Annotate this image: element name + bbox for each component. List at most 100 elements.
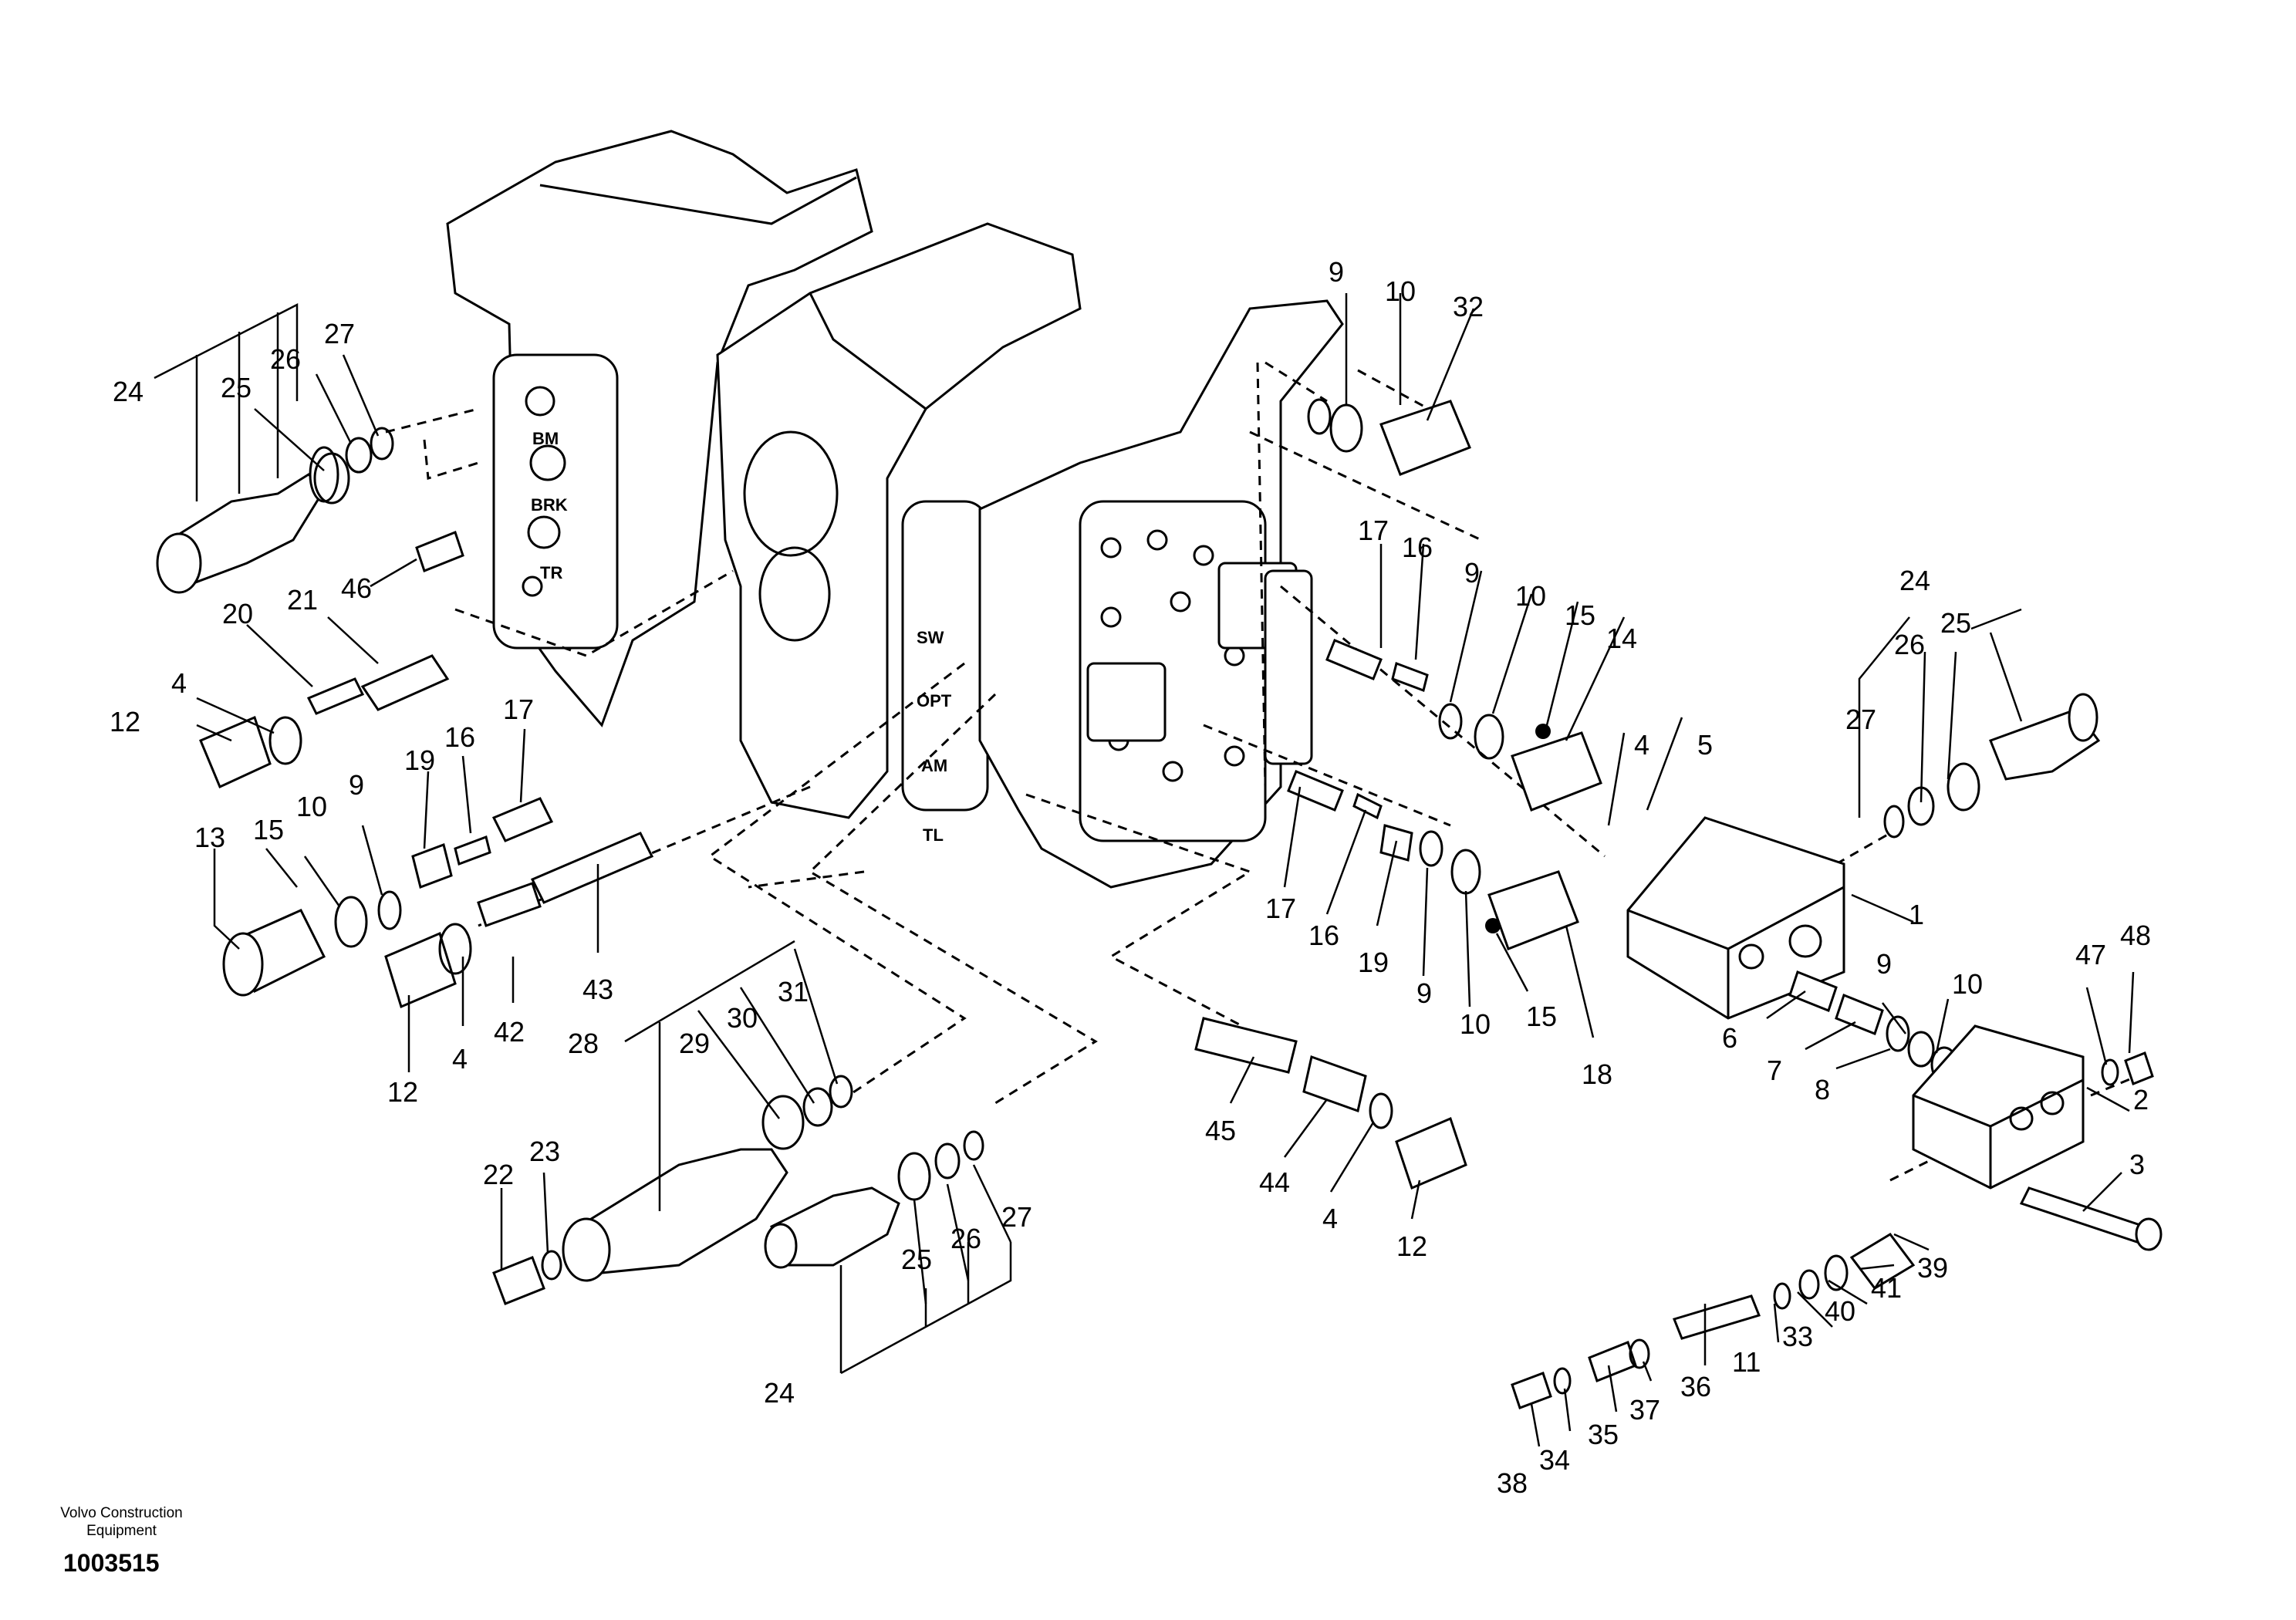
callout-2: 2	[2133, 1084, 2149, 1115]
callout-26-upper-left: 26	[270, 343, 301, 375]
spool-43	[384, 832, 654, 1009]
block-2	[1912, 1024, 2085, 1190]
callout-10-top: 10	[1385, 275, 1416, 307]
callout-27-upper-left: 27	[324, 318, 355, 349]
callout-20: 20	[222, 598, 253, 629]
plug-12-right	[1395, 1116, 1467, 1190]
callout-14: 14	[1606, 623, 1637, 654]
spring-guide-19	[411, 797, 554, 889]
port-label-brk: BRK	[531, 495, 568, 515]
plug-12-left	[199, 715, 302, 789]
callout-12-upper-left: 12	[110, 706, 140, 737]
callout-42: 42	[494, 1016, 525, 1048]
callout-30: 30	[727, 1002, 758, 1034]
callout-10-right: 10	[1515, 580, 1546, 612]
callout-3: 3	[2129, 1149, 2145, 1180]
spool-21	[360, 654, 450, 711]
callout-38: 38	[1497, 1467, 1528, 1499]
callout-33: 33	[1782, 1321, 1813, 1352]
callout-23: 23	[529, 1136, 560, 1167]
callout-4-lower-left: 4	[452, 1043, 468, 1075]
callout-21: 21	[287, 584, 318, 616]
callout-7: 7	[1767, 1055, 1782, 1086]
manufacturer-line-2: Equipment	[86, 1523, 157, 1539]
block-1	[1626, 816, 1845, 1020]
callout-4-lower-right: 4	[1322, 1203, 1338, 1234]
callout-17-right: 17	[1358, 515, 1389, 546]
callout-32: 32	[1453, 291, 1484, 322]
figure-number: 1003515	[63, 1549, 160, 1577]
callout-10-lower: 10	[1460, 1008, 1491, 1040]
callout-36: 36	[1680, 1371, 1711, 1402]
callout-15-right: 15	[1565, 599, 1595, 631]
cartridge-39	[1773, 1233, 1916, 1310]
callout-5: 5	[1697, 729, 1713, 761]
callout-29: 29	[679, 1028, 710, 1059]
seal-rings-upper-left	[313, 427, 394, 505]
callout-34: 34	[1539, 1444, 1570, 1476]
plug-14	[1511, 724, 1602, 812]
callout-46: 46	[341, 572, 372, 604]
callout-1: 1	[1909, 899, 1924, 930]
callout-37: 37	[1629, 1394, 1660, 1426]
plug-18	[1485, 870, 1579, 950]
callout-24-upper-left: 24	[113, 376, 144, 407]
callout-9-left: 9	[349, 769, 364, 801]
callout-8: 8	[1815, 1074, 1830, 1105]
callout-39: 39	[1917, 1252, 1948, 1284]
callout-27-right: 27	[1845, 704, 1876, 735]
callout-19-left: 19	[404, 744, 435, 776]
relief-valve-upper-left	[156, 446, 339, 594]
callout-9-right: 9	[1464, 557, 1480, 589]
callout-9-top: 9	[1329, 256, 1344, 288]
callout-48: 48	[2120, 920, 2151, 951]
valve-housing-front	[978, 299, 1344, 889]
plunger-6-spring-7	[1788, 970, 1958, 1083]
port-label-opt: OPT	[917, 691, 952, 710]
callout-10-block: 10	[1952, 968, 1983, 1000]
spool-45	[1194, 1017, 1298, 1074]
callout-17-left: 17	[503, 694, 534, 725]
side-plate	[1264, 569, 1313, 765]
valve-housing-middle	[716, 222, 1082, 819]
callout-12-lower-left: 12	[387, 1076, 418, 1108]
plug-22	[492, 1250, 562, 1305]
callout-16-left: 16	[444, 721, 475, 753]
bolt-3	[2019, 1186, 2163, 1251]
port-label-tl: TL	[923, 825, 944, 845]
callout-26-bottom: 26	[950, 1223, 981, 1254]
callout-31: 31	[778, 976, 809, 1007]
callout-25-bottom: 25	[901, 1244, 932, 1275]
drawing-footer: Volvo Construction Equipment 1003515	[31, 1504, 212, 1578]
relief-valve-24-bottom	[764, 1130, 984, 1269]
fitting-47-48	[2101, 1051, 2154, 1086]
plug-32	[1307, 398, 1471, 476]
callout-25-right: 25	[1940, 607, 1971, 639]
callout-45: 45	[1205, 1115, 1236, 1146]
callout-13: 13	[194, 822, 225, 853]
relief-valve-28	[562, 1075, 853, 1282]
callout-12-lower-right: 12	[1396, 1230, 1427, 1262]
manufacturer-line-1: Volvo Construction	[60, 1505, 183, 1521]
callout-44: 44	[1259, 1166, 1290, 1198]
callout-11: 11	[1732, 1346, 1761, 1378]
callout-35: 35	[1588, 1419, 1619, 1450]
callout-6: 6	[1722, 1022, 1737, 1054]
callout-40: 40	[1825, 1295, 1855, 1327]
callout-4-upper-left: 4	[171, 667, 187, 699]
callout-10-left: 10	[296, 791, 327, 822]
callout-17-lower: 17	[1265, 893, 1296, 924]
spring-35-plug-38	[1511, 1338, 1650, 1409]
callout-22: 22	[483, 1159, 514, 1190]
port-plate-left	[492, 353, 619, 650]
port-label-bm: BM	[532, 429, 559, 448]
callout-28: 28	[568, 1028, 599, 1059]
port-label-am: AM	[921, 756, 947, 775]
leader-lines	[154, 293, 2135, 1447]
callout-41: 41	[1871, 1272, 1902, 1304]
callout-27-bottom: 27	[1001, 1201, 1032, 1233]
relief-valve-24-right	[1883, 693, 2101, 839]
callout-16-right: 16	[1402, 532, 1433, 563]
callout-26-right: 26	[1894, 629, 1925, 660]
